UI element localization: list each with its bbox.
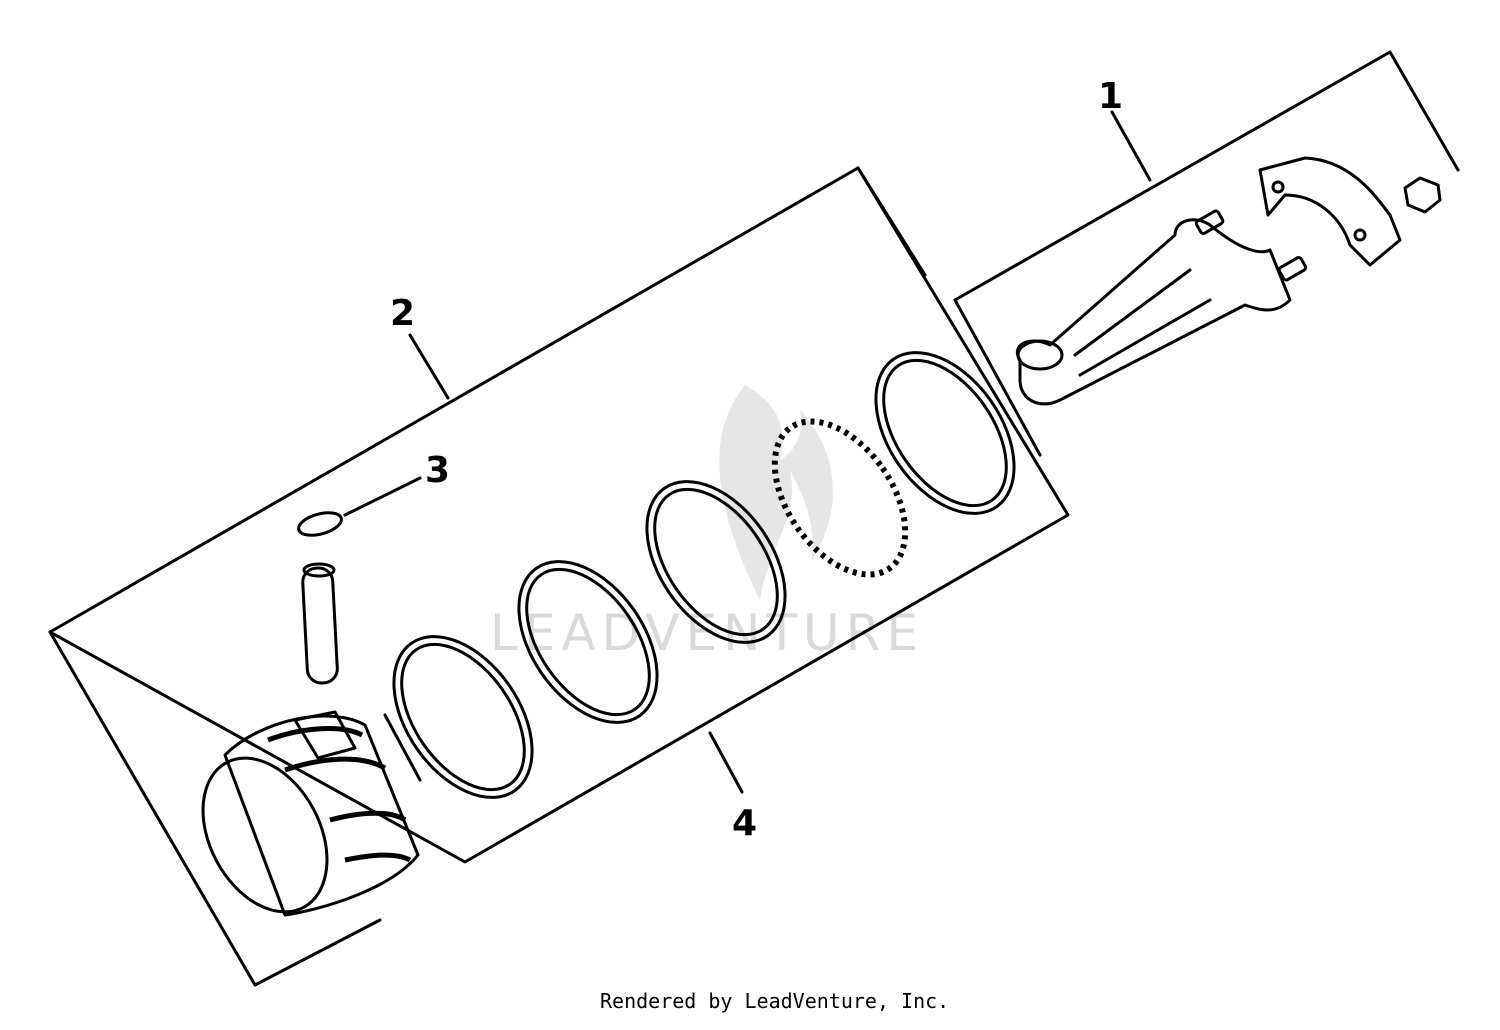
rod-cap [1258,156,1402,267]
watermark-flame-icon [719,385,833,600]
callout-2: 2 [390,293,415,334]
piston [201,710,420,917]
piston-ring-2 [517,560,659,724]
piston-lower-frame [48,630,382,987]
piston-ring-3-inner [653,487,779,637]
leader-line-3 [343,476,422,517]
piston-ring-1 [392,635,534,799]
callout-4: 4 [732,803,757,844]
piston-pin [301,562,339,685]
footer-credit: Rendered by LeadVenture, Inc. [600,989,949,1013]
piston-ring-3 [645,480,787,644]
piston-ring-1-inner [400,642,526,792]
retaining-clip [297,511,343,537]
ring-frame-left-edge [383,713,422,782]
leader-line-4 [708,731,744,794]
callout-3: 3 [425,450,450,491]
piston-frame-notch [856,166,927,277]
rod-nut [1403,176,1442,214]
oil-ring-inner [882,358,1008,508]
piston-group-frame [48,166,1070,864]
watermark-text: LEADVENTURE [490,604,924,662]
connecting-rod-frame [953,50,1460,302]
connecting-rod-frame-left [953,298,1042,457]
leader-line-2 [408,333,450,400]
oil-ring [874,351,1016,515]
piston-ring-2-inner [525,567,651,717]
leader-line-1 [1110,110,1152,182]
connecting-rod [1016,209,1308,406]
watermark: LEADVENTURE [490,385,924,662]
callout-1: 1 [1098,76,1123,117]
